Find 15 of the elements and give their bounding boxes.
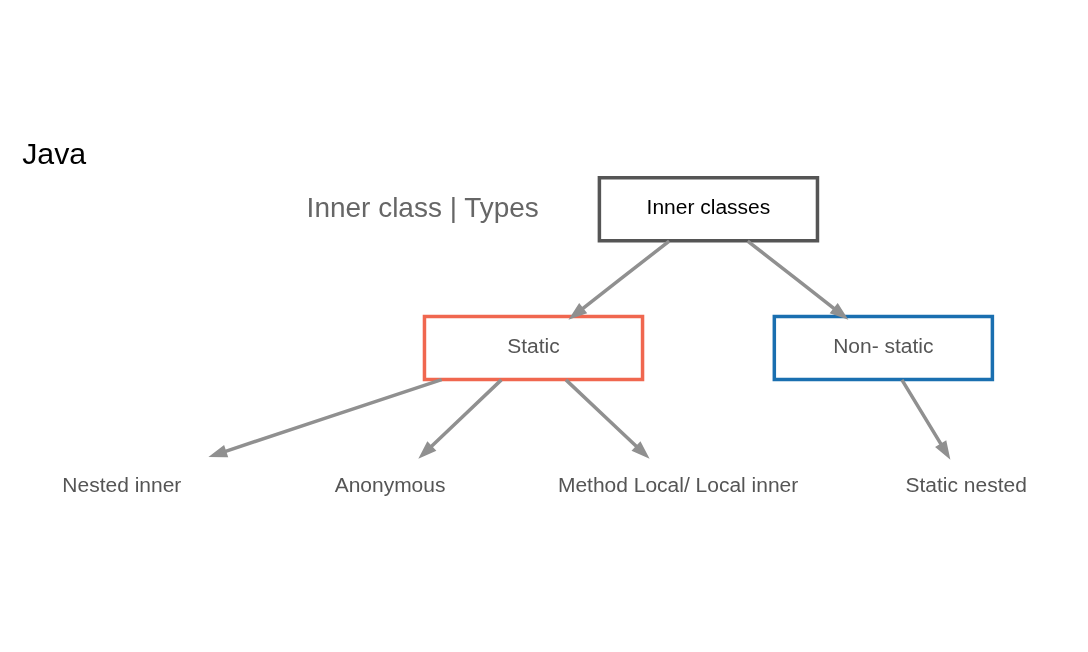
node-box: Static	[422, 314, 645, 381]
arrow	[746, 239, 849, 320]
diagram-title: Java	[22, 136, 87, 170]
arrow	[568, 239, 671, 320]
node-box: Non- static	[772, 314, 995, 381]
node-text: Method Local/ Local inner	[557, 472, 799, 496]
node-box: Inner classes	[597, 175, 820, 243]
label: Inner class | Types	[306, 191, 539, 223]
arrow	[208, 377, 443, 457]
arrow	[418, 378, 503, 459]
arrow	[900, 378, 951, 460]
node-text: Nested inner	[62, 472, 182, 496]
node-text: Anonymous	[334, 472, 446, 496]
node-text: Static nested	[905, 472, 1027, 496]
arrow	[564, 378, 650, 459]
